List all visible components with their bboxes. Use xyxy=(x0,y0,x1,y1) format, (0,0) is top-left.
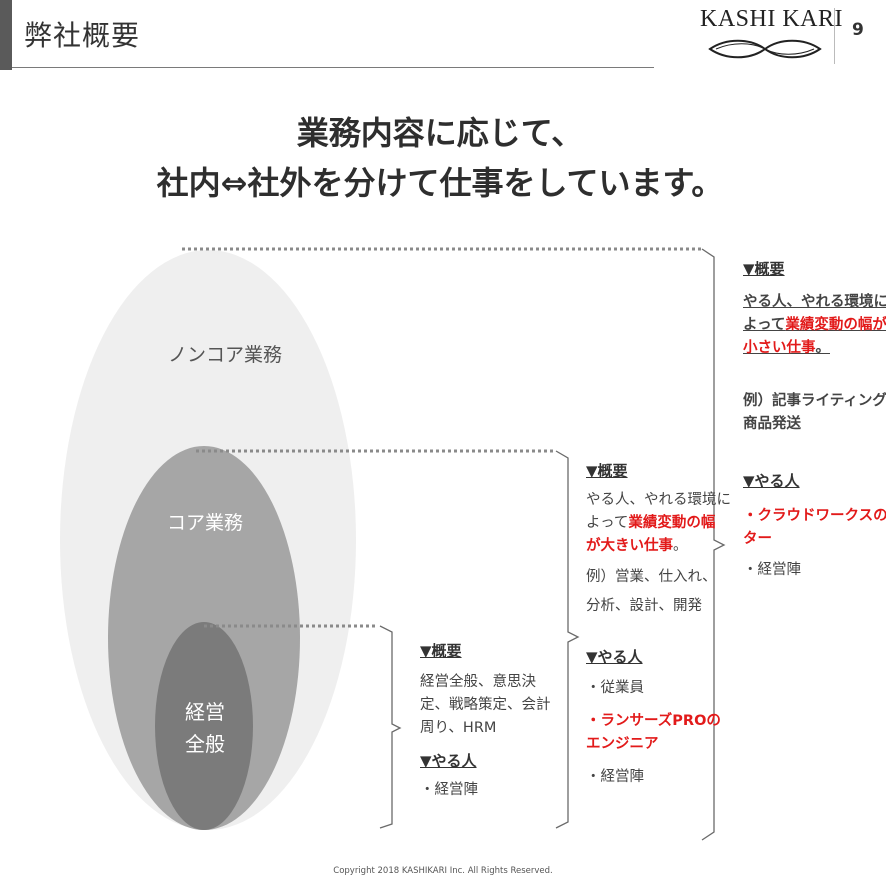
core-overview-heading: ▼概要 xyxy=(586,462,628,480)
main-heading-line1: 業務内容に応じて、 xyxy=(296,114,584,152)
core-who-heading: ▼やる人 xyxy=(586,648,643,666)
noncore-overview-heading: ▼概要 xyxy=(743,260,785,278)
core-label: コア業務 xyxy=(166,512,243,534)
core-example-line1: 例）営業、仕入れ、 xyxy=(586,569,717,585)
core-who-item1: ・従業員 xyxy=(586,680,644,696)
page-title: 弊社概要 xyxy=(24,19,141,52)
mgmt-panel: ▼概要 経営全般、意思決 定、戦略策定、会計 周り、HRM ▼やる人 ・経営陣 xyxy=(420,640,551,802)
noncore-example-line1: 例）記事ライティング、 xyxy=(743,393,886,409)
core-highlight-text: が大きい仕事 xyxy=(586,538,673,554)
company-logo: KASHI KARI xyxy=(700,6,843,62)
mgmt-label-line1: 経営 xyxy=(185,700,225,724)
noncore-example-line2: 商品発送 xyxy=(743,416,801,432)
infinity-swash-icon xyxy=(708,39,822,59)
noncore-overview-line3-suffix: 。 xyxy=(815,340,831,356)
mgmt-overview-line: 周り、HRM xyxy=(420,720,497,736)
noncore-highlight-text: 小さい仕事 xyxy=(743,340,816,356)
core-panel: ▼概要 やる人、やれる環境に よって業績変動の幅 が大きい仕事。 例）営業、仕入… xyxy=(586,460,731,789)
noncore-overview-line2: よって業績変動の幅が xyxy=(743,314,886,337)
header-accent-bar xyxy=(0,0,12,70)
mgmt-bracket xyxy=(379,625,402,829)
core-who-item2-line2: エンジニア xyxy=(586,736,659,752)
mgmt-overview-line: 定、戦略策定、会計 xyxy=(420,697,551,713)
noncore-overview-line3: 小さい仕事。 xyxy=(743,337,886,360)
core-who-item2-line1: ・ランサーズPROの xyxy=(586,713,721,729)
mgmt-who-item: ・経営陣 xyxy=(420,782,478,798)
noncore-overview-line2-prefix: よって xyxy=(743,317,786,333)
main-heading-line2: 社内⇔社外を分けて仕事をしています。 xyxy=(156,164,724,202)
mgmt-ellipse xyxy=(155,622,253,830)
copyright-footer: Copyright 2018 KASHIKARI Inc. All Rights… xyxy=(333,866,553,876)
core-overview-line3: が大きい仕事。 xyxy=(586,535,731,558)
header-separator xyxy=(834,8,835,64)
mgmt-label: 経営 全般 xyxy=(160,696,250,760)
core-bracket xyxy=(555,450,580,829)
logo-text: KASHI KARI xyxy=(700,6,843,32)
core-who-item3: ・経営陣 xyxy=(586,769,644,785)
noncore-who-item1-line2: ター xyxy=(743,531,772,547)
noncore-who-item1-line1: ・クラウドワークスのライ xyxy=(743,508,886,524)
noncore-label: ノンコア業務 xyxy=(167,344,282,366)
noncore-who-heading: ▼やる人 xyxy=(743,472,800,490)
core-overview-line2: よって業績変動の幅 xyxy=(586,512,731,535)
mgmt-overview-heading: ▼概要 xyxy=(420,642,462,660)
noncore-bracket xyxy=(701,248,726,841)
core-highlight-text: 業績変動の幅 xyxy=(628,515,716,531)
noncore-highlight-text: 業績変動の幅が xyxy=(785,317,886,333)
core-overview-line3-suffix: 。 xyxy=(673,538,688,554)
core-overview-line1: やる人、やれる環境に xyxy=(586,492,731,508)
noncore-panel: ▼概要 やる人、やれる環境に よって業績変動の幅が 小さい仕事。 例）記事ライテ… xyxy=(743,258,886,582)
header-divider xyxy=(12,67,654,68)
mgmt-who-heading: ▼やる人 xyxy=(420,752,477,770)
noncore-overview-line1: やる人、やれる環境に xyxy=(743,294,886,310)
noncore-who-item2: ・経営陣 xyxy=(743,562,801,578)
mgmt-overview-line: 経営全般、意思決 xyxy=(420,674,536,690)
core-example-line2: 分析、設計、開発 xyxy=(586,598,702,614)
core-overview-line2-prefix: よって xyxy=(586,515,629,531)
mgmt-label-line2: 全般 xyxy=(185,732,225,756)
page-number: 9 xyxy=(852,20,864,40)
